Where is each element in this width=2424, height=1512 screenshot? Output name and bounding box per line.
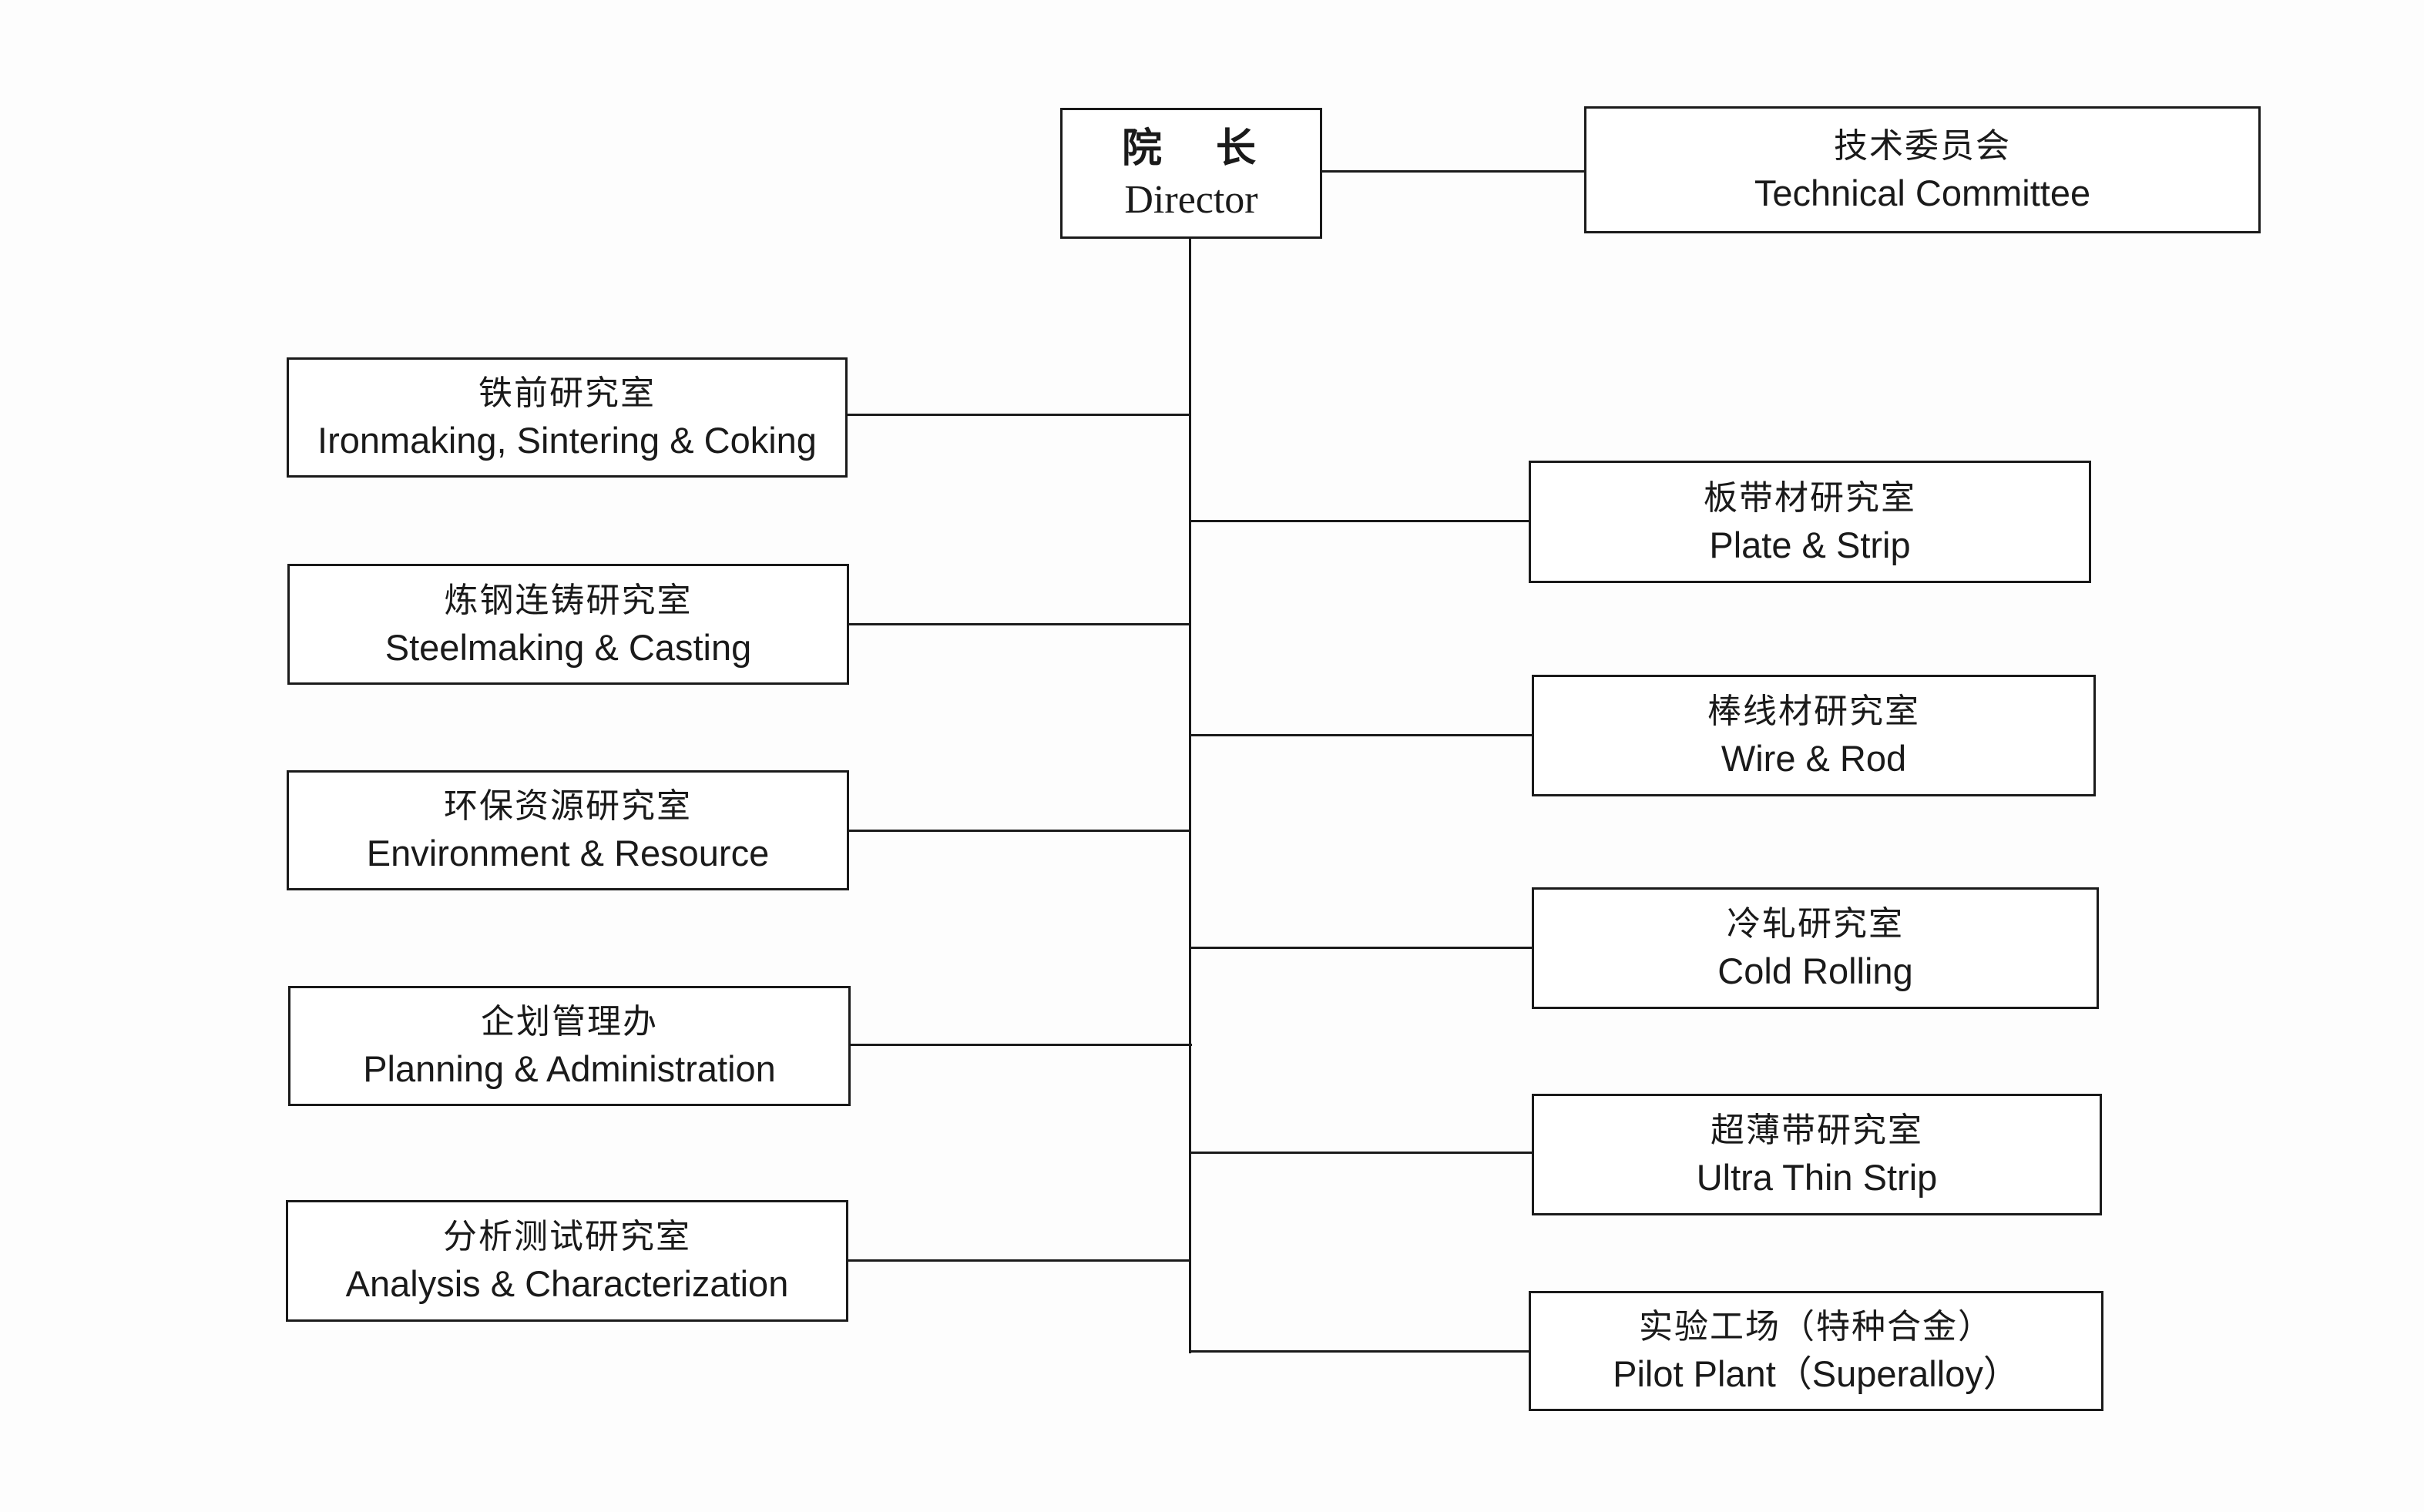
unit-cn-label: 实验工场（特种合金） xyxy=(1639,1307,1993,1346)
committee-connector xyxy=(1321,170,1586,173)
unit-cn-label: 板带材研究室 xyxy=(1704,478,1916,518)
unit-en-label: Pilot Plant（Superalloy） xyxy=(1613,1353,2019,1394)
unit-cn-label: 炼钢连铸研究室 xyxy=(444,580,693,620)
unit-en-label: Planning & Administration xyxy=(363,1048,776,1089)
unit-pilot-plant: 实验工场（特种合金） Pilot Plant（Superalloy） xyxy=(1529,1291,2103,1411)
director-en-label: Director xyxy=(1124,178,1258,222)
unit-cn-label: 环保资源研究室 xyxy=(444,786,692,826)
unit-en-label: Wire & Rod xyxy=(1721,738,1907,779)
connector-ironmaking xyxy=(846,414,1190,416)
connector-environment xyxy=(848,830,1190,832)
trunk-line xyxy=(1189,237,1191,1353)
unit-cn-label: 冷轧研究室 xyxy=(1727,904,1904,944)
unit-cn-label: 铁前研究室 xyxy=(478,374,656,413)
unit-en-label: Cold Rolling xyxy=(1717,950,1913,991)
connector-analysis xyxy=(846,1259,1190,1262)
unit-steelmaking: 炼钢连铸研究室 Steelmaking & Casting xyxy=(287,564,849,685)
director-cn-label: 院 长 xyxy=(1121,126,1277,172)
unit-analysis: 分析测试研究室 Analysis & Characterization xyxy=(286,1200,848,1322)
unit-wire-rod: 棒线材研究室 Wire & Rod xyxy=(1532,675,2096,796)
connector-cold-rolling xyxy=(1189,947,1533,949)
director-box: 院 长 Director xyxy=(1060,108,1322,239)
unit-cn-label: 分析测试研究室 xyxy=(443,1217,691,1256)
unit-environment: 环保资源研究室 Environment & Resource xyxy=(287,770,849,890)
connector-steelmaking xyxy=(848,623,1190,625)
unit-planning: 企划管理办 Planning & Administration xyxy=(288,986,851,1106)
connector-pilot-plant xyxy=(1189,1350,1530,1353)
committee-cn-label: 技术委员会 xyxy=(1834,126,2011,166)
connector-ultra-thin xyxy=(1189,1152,1533,1154)
unit-en-label: Plate & Strip xyxy=(1709,524,1911,565)
unit-cn-label: 企划管理办 xyxy=(481,1002,658,1041)
unit-en-label: Analysis & Characterization xyxy=(345,1263,789,1304)
committee-en-label: Technical Committee xyxy=(1754,172,2091,213)
unit-en-label: Ultra Thin Strip xyxy=(1696,1157,1938,1198)
connector-wire-rod xyxy=(1189,734,1533,736)
unit-cn-label: 棒线材研究室 xyxy=(1707,692,1920,731)
technical-committee-box: 技术委员会 Technical Committee xyxy=(1584,106,2261,233)
unit-plate-strip: 板带材研究室 Plate & Strip xyxy=(1529,461,2091,583)
unit-en-label: Steelmaking & Casting xyxy=(384,626,752,668)
unit-en-label: Environment & Resource xyxy=(366,833,770,873)
unit-ultra-thin-strip: 超薄带研究室 Ultra Thin Strip xyxy=(1532,1094,2102,1215)
connector-plate-strip xyxy=(1189,520,1530,522)
unit-en-label: Ironmaking, Sintering & Coking xyxy=(317,420,817,461)
unit-ironmaking: 铁前研究室 Ironmaking, Sintering & Coking xyxy=(287,357,848,478)
unit-cn-label: 超薄带研究室 xyxy=(1711,1111,1923,1150)
unit-cold-rolling: 冷轧研究室 Cold Rolling xyxy=(1532,887,2099,1009)
connector-planning xyxy=(849,1044,1192,1046)
